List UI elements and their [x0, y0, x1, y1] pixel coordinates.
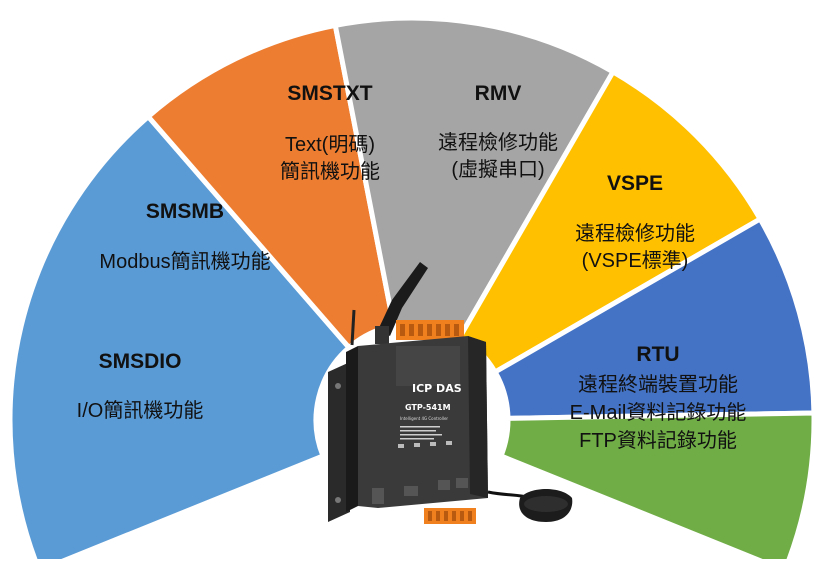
- segment-text-smstxt-2: 簡訊機功能: [280, 161, 380, 183]
- segment-text-smstxt-1: Text(明碼): [285, 134, 375, 156]
- status-leds: [398, 441, 452, 448]
- segment-text-rtu-3: FTP資料記錄功能: [579, 430, 737, 452]
- segment-text-smsdio: I/O簡訊機功能: [76, 400, 204, 422]
- antenna-icon: [378, 262, 428, 336]
- segment-text-vspe-1: 遠程檢修功能: [575, 223, 695, 245]
- segment-title-rmv: RMV: [474, 82, 522, 105]
- segment-text-vspe-2: (VSPE標準): [581, 250, 689, 272]
- device-model: GTP-541M: [405, 403, 451, 412]
- mounting-plate: [328, 362, 350, 522]
- device-brand: ICP DAS: [412, 382, 462, 395]
- segment-text-rtu-2: E-Mail資料記錄功能: [569, 402, 747, 424]
- segment-title-rtu: RTU: [636, 343, 680, 366]
- segment-title-smsmb: SMSMB: [145, 200, 225, 223]
- segment-text-rmv-2: (虛擬串口): [451, 159, 545, 181]
- segment-text-rmv-1: 遠程檢修功能: [438, 132, 558, 154]
- segment-title-vspe: VSPE: [606, 172, 664, 195]
- device-subtitle: Intelligent 4G Controller: [400, 416, 448, 421]
- segment-title-smstxt: SMSTXT: [287, 82, 373, 105]
- segment-title-smsdio: SMSDIO: [98, 350, 182, 373]
- segment-text-smsmb: Modbus簡訊機功能: [99, 251, 271, 273]
- device-illustration: ICP DAS GTP-541M Intelligent 4G Controll…: [328, 262, 573, 524]
- segment-text-rtu-1: 遠程終端裝置功能: [578, 374, 738, 396]
